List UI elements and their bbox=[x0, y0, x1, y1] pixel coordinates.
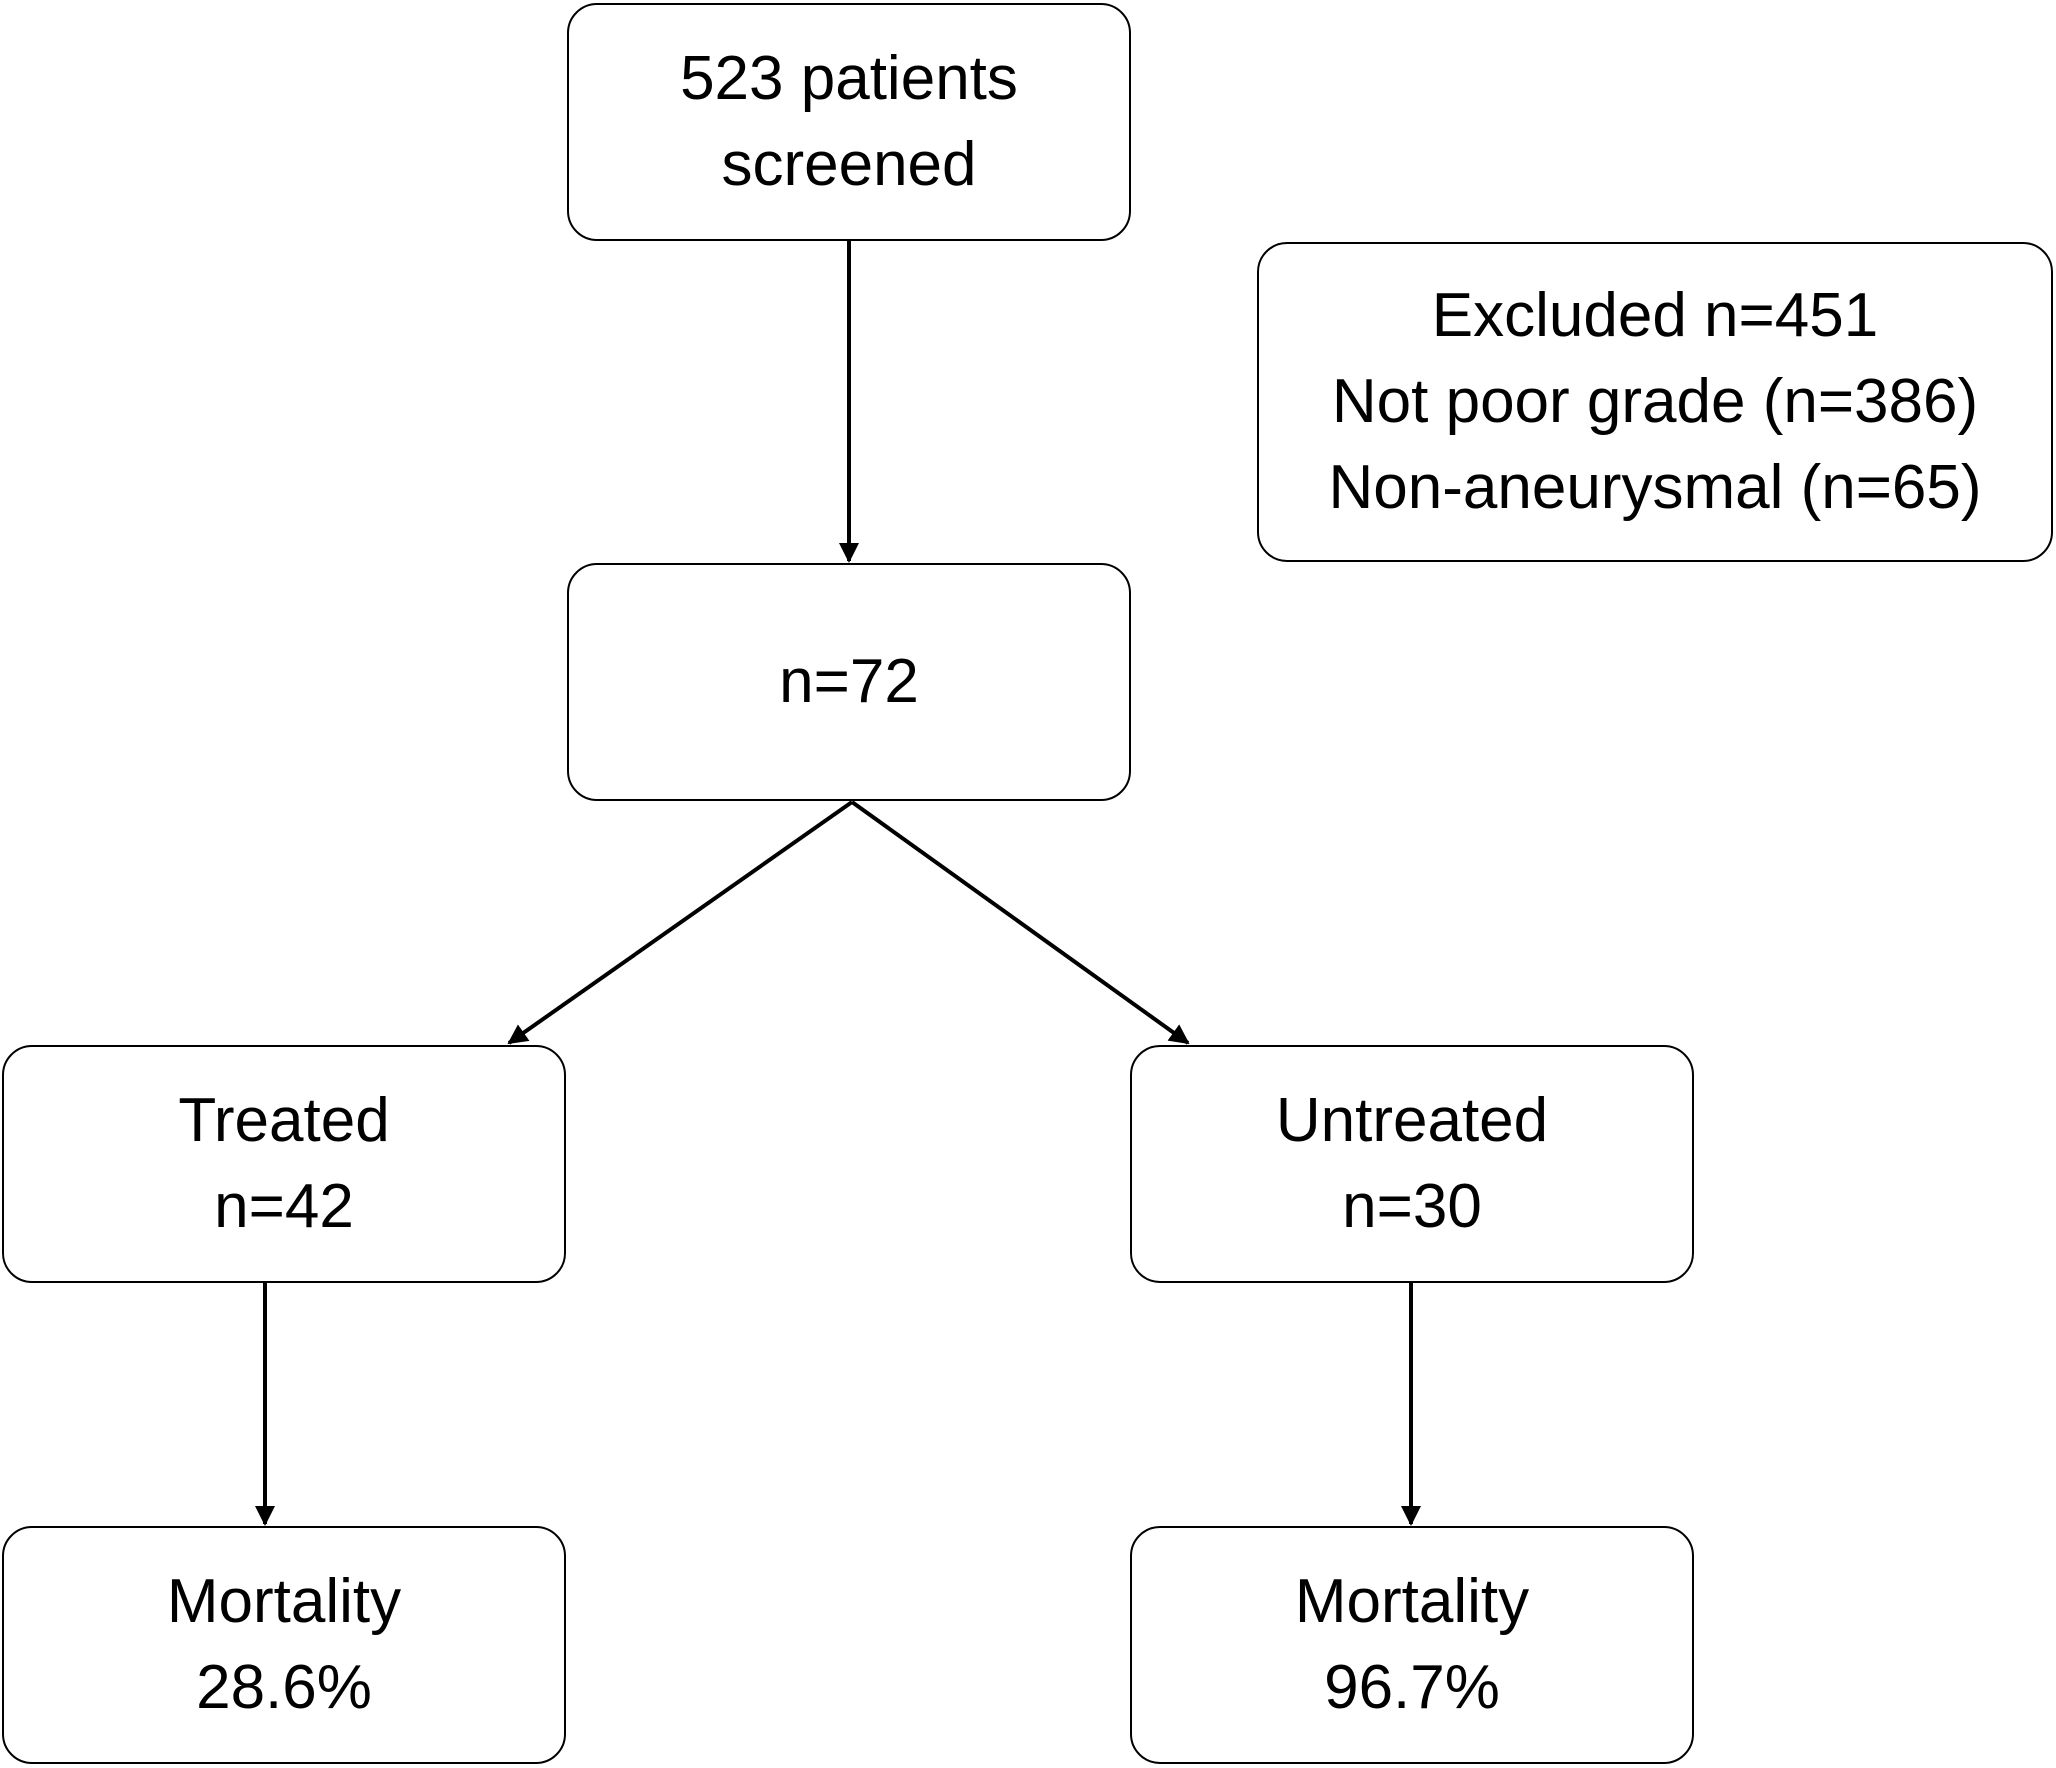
screened-line2: screened bbox=[721, 130, 977, 199]
screened-line1: 523 patients bbox=[680, 44, 1018, 113]
treated-count: n=42 bbox=[214, 1172, 354, 1241]
untreated-label: Untreated bbox=[1275, 1086, 1549, 1155]
untreated-count: n=30 bbox=[1342, 1172, 1482, 1241]
excluded-non-aneurysmal: Non-aneurysmal (n=65) bbox=[1328, 453, 1982, 522]
screened-box: 523 patients screened bbox=[567, 3, 1131, 241]
mortality-untreated-label: Mortality bbox=[1294, 1567, 1530, 1636]
mortality-untreated-value: 96.7% bbox=[1324, 1653, 1500, 1722]
arrow-included-to-untreated bbox=[850, 800, 1190, 1045]
excluded-box: Excluded n=451 Not poor grade (n=386) No… bbox=[1257, 242, 2053, 562]
mortality-untreated-box: Mortality 96.7% bbox=[1130, 1526, 1694, 1764]
mortality-treated-box: Mortality 28.6% bbox=[2, 1526, 566, 1764]
included-box: n=72 bbox=[567, 563, 1131, 801]
arrow-included-to-treated bbox=[507, 800, 854, 1045]
excluded-total: Excluded n=451 bbox=[1431, 281, 1879, 350]
untreated-box: Untreated n=30 bbox=[1130, 1045, 1694, 1283]
mortality-treated-value: 28.6% bbox=[196, 1653, 372, 1722]
included-count: n=72 bbox=[779, 647, 919, 716]
mortality-treated-label: Mortality bbox=[166, 1567, 402, 1636]
treated-box: Treated n=42 bbox=[2, 1045, 566, 1283]
excluded-not-poor-grade: Not poor grade (n=386) bbox=[1331, 367, 1979, 436]
treated-label: Treated bbox=[178, 1086, 390, 1155]
